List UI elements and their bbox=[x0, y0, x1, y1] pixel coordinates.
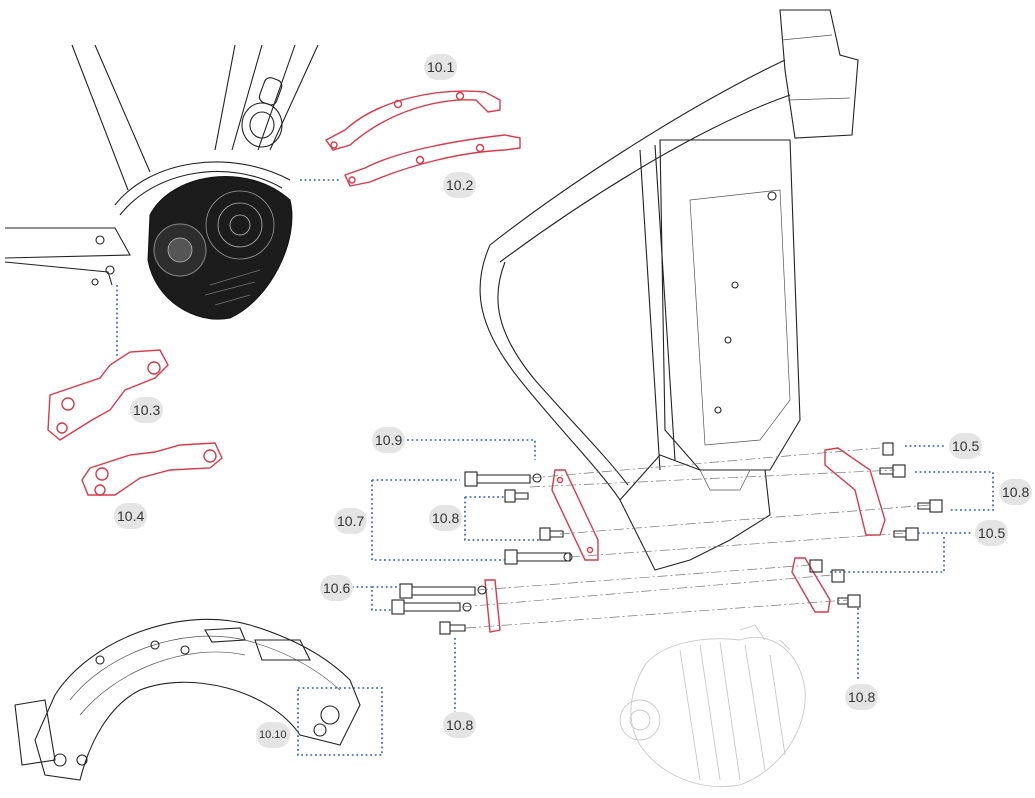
callout-10-8-left: 10.8 bbox=[429, 505, 463, 531]
callout-10-2: 10.2 bbox=[443, 172, 477, 198]
callout-10-3: 10.3 bbox=[130, 397, 164, 423]
callout-10-6: 10.6 bbox=[320, 575, 354, 601]
callout-10-10: 10.10 bbox=[256, 722, 290, 748]
callout-10-8-bottom-left: 10.8 bbox=[443, 712, 477, 738]
leader-lines bbox=[116, 179, 994, 756]
callout-10-5-mid: 10.5 bbox=[975, 520, 1009, 546]
callout-10-7: 10.7 bbox=[334, 508, 368, 534]
callout-10-1: 10.1 bbox=[424, 54, 458, 80]
mount-bracket-right bbox=[824, 447, 886, 536]
frame-motor-assembly bbox=[4, 44, 319, 320]
callout-10-5-top: 10.5 bbox=[949, 433, 983, 459]
mount-bracket-lower bbox=[484, 557, 831, 633]
callout-10-4: 10.4 bbox=[114, 503, 148, 529]
callout-10-9: 10.9 bbox=[372, 427, 406, 453]
plate-10-3 bbox=[47, 349, 169, 441]
mount-bracket-left bbox=[551, 469, 599, 561]
bracket-10-2 bbox=[344, 134, 521, 187]
plate-10-4 bbox=[81, 442, 223, 496]
bracket-10-1 bbox=[324, 90, 501, 151]
drive-unit-icon bbox=[619, 624, 806, 787]
motor-cover-10-10 bbox=[14, 618, 361, 781]
main-frame bbox=[479, 9, 859, 571]
assembly-axis-lines bbox=[461, 447, 931, 629]
charging-port-icon bbox=[241, 77, 283, 148]
callout-10-8-bottom-right: 10.8 bbox=[845, 684, 879, 710]
callout-10-8-right: 10.8 bbox=[999, 479, 1033, 505]
motor-icon bbox=[147, 176, 293, 320]
